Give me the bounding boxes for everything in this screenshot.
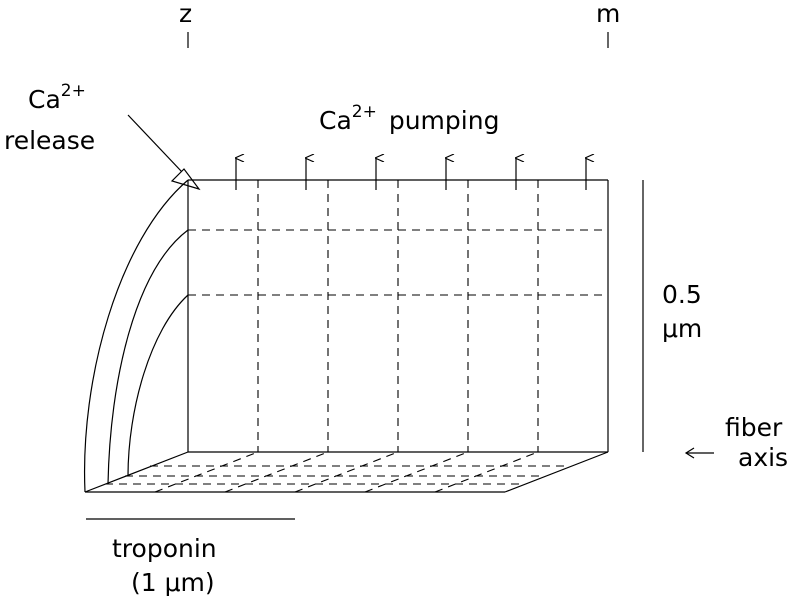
release-arrow [127,114,201,191]
height-value-label: 0.5 [662,280,702,309]
troponin-length-label: (1 μm) [131,568,215,597]
release-text: release [4,126,95,155]
bottom-face [84,451,609,493]
curved-side [83,179,189,493]
z-line-label: z [179,0,192,28]
height-unit-label: μm [662,314,702,343]
ca-release-ion: Ca2+ [28,81,86,114]
ca-release-label: Ca2+ release [4,81,95,155]
fiber-label: fiber [725,413,783,442]
pumping-arrows [236,158,586,190]
ca-pumping-label: Ca2+pumping [319,102,499,135]
troponin-label: troponin [112,534,217,563]
fiber-axis-arrow [684,447,714,459]
front-face [187,179,609,453]
m-line-label: m [596,0,620,28]
axis-label: axis [738,443,788,472]
